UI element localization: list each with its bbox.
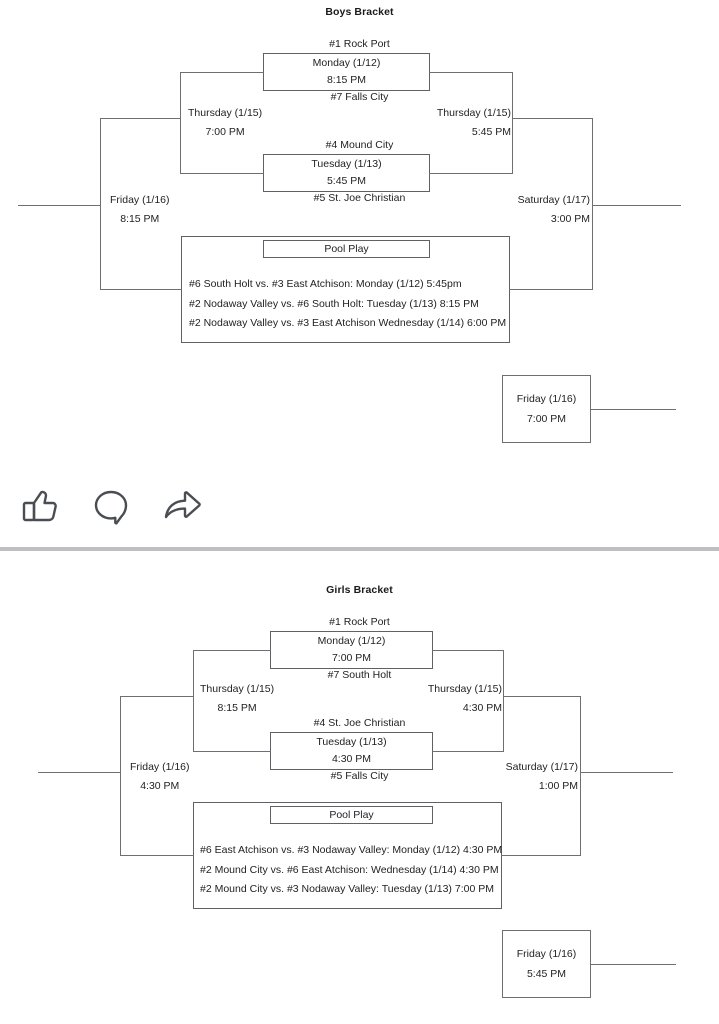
boys-semifinal-bottom-box[interactable]: Tuesday (1/13) 5:45 PM [263, 154, 430, 192]
connector-line [580, 696, 581, 855]
boys-right-upper-round: Thursday (1/15) 5:45 PM [436, 107, 511, 138]
connector-line [432, 751, 504, 752]
boys-third-place-box[interactable]: Friday (1/16) 7:00 PM [502, 375, 591, 443]
girls-bracket-section: Girls Bracket #1 Rock Port Monday (1/12)… [0, 578, 719, 1024]
girls-third-place-time: 5:45 PM [526, 968, 567, 980]
boys-semifinal-top-box[interactable]: Monday (1/12) 8:15 PM [263, 53, 430, 91]
girls-semifinal-top-seed: #1 Rock Port [329, 616, 390, 628]
connector-line [592, 205, 681, 206]
girls-semifinal-bottom-day: Tuesday (1/13) [316, 736, 387, 748]
connector-line [180, 173, 264, 174]
pool-play-line: #2 Nodaway Valley vs. #3 East Atchison W… [189, 317, 507, 329]
connector-line [120, 855, 194, 856]
girls-semifinal-bottom-bottom-seed: #5 Falls City [330, 770, 389, 782]
connector-line [120, 696, 194, 697]
boys-third-place-day: Friday (1/16) [516, 393, 577, 405]
boys-bracket-section: Boys Bracket #1 Rock Port Monday (1/12) … [0, 0, 719, 470]
girls-right-upper-round: Thursday (1/15) 4:30 PM [427, 683, 502, 714]
girls-semifinal-bottom-time: 4:30 PM [331, 753, 372, 765]
boys-left-upper-round: Thursday (1/15) 7:00 PM [188, 107, 263, 138]
share-arrow-icon[interactable] [160, 486, 204, 531]
connector-line [432, 650, 504, 651]
connector-line [591, 409, 676, 410]
thumbs-up-icon[interactable] [18, 486, 62, 531]
connector-line [512, 118, 592, 119]
girls-left-final-round: Friday (1/16) 4:30 PM [130, 761, 190, 792]
connector-line [100, 289, 182, 290]
boys-semifinal-bottom-bottom-seed: #5 St. Joe Christian [313, 192, 406, 204]
girls-third-place-box[interactable]: Friday (1/16) 5:45 PM [502, 930, 591, 998]
connector-line [100, 118, 101, 289]
girls-left-upper-round: Thursday (1/15) 8:15 PM [200, 683, 275, 714]
pool-play-line: #2 Mound City vs. #3 Nodaway Valley: Tue… [200, 883, 494, 895]
connector-line [193, 751, 271, 752]
connector-line [580, 772, 673, 773]
connector-line [509, 289, 593, 290]
connector-line [592, 118, 593, 289]
girls-semifinal-bottom-box[interactable]: Tuesday (1/13) 4:30 PM [270, 732, 433, 770]
girls-semifinal-top-day: Monday (1/12) [317, 635, 386, 647]
connector-line [591, 964, 676, 965]
connector-line [501, 855, 581, 856]
girls-semifinal-top-time: 7:00 PM [331, 652, 372, 664]
pool-play-line: #2 Nodaway Valley vs. #6 South Holt: Tue… [189, 297, 479, 310]
connector-line [100, 118, 180, 119]
connector-line [429, 72, 513, 73]
connector-line [193, 650, 194, 751]
section-divider [0, 547, 719, 551]
connector-line [512, 72, 513, 173]
boys-semifinal-top-bottom-seed: #7 Falls City [330, 91, 389, 103]
boys-semifinal-bottom-time: 5:45 PM [326, 175, 367, 187]
girls-third-place-day: Friday (1/16) [516, 948, 577, 960]
connector-line [429, 173, 513, 174]
girls-bracket-title: Girls Bracket [326, 584, 393, 596]
pool-play-line: #6 East Atchison vs. #3 Nodaway Valley: … [200, 844, 503, 856]
boys-pool-play-header: Pool Play [263, 240, 430, 258]
pool-play-line: #2 Mound City vs. #6 East Atchison: Wedn… [200, 863, 499, 876]
boys-right-final-round: Saturday (1/17) 3:00 PM [517, 194, 590, 225]
boys-semifinal-bottom-day: Tuesday (1/13) [311, 158, 382, 170]
girls-pool-play-lines: #6 East Atchison vs. #3 Nodaway Valley: … [200, 841, 502, 900]
girls-semifinal-bottom-seed: #4 St. Joe Christian [313, 717, 406, 729]
boys-semifinal-top-day: Monday (1/12) [312, 57, 381, 69]
girls-semifinal-top-box[interactable]: Monday (1/12) 7:00 PM [270, 631, 433, 669]
social-action-bar [0, 470, 719, 548]
boys-bracket-title: Boys Bracket [325, 6, 394, 18]
boys-third-place-time: 7:00 PM [526, 413, 567, 425]
pool-play-line: #6 South Holt vs. #3 East Atchison: Mond… [189, 278, 462, 290]
connector-line [38, 772, 120, 773]
boys-pool-play-lines: #6 South Holt vs. #3 East Atchison: Mond… [189, 275, 506, 334]
comment-bubble-icon[interactable] [89, 486, 133, 531]
connector-line [503, 650, 504, 751]
boys-semifinal-top-time: 8:15 PM [326, 74, 367, 86]
boys-semifinal-bottom-seed: #4 Mound City [325, 139, 394, 151]
connector-line [180, 72, 181, 173]
connector-line [120, 696, 121, 855]
girls-right-final-round: Saturday (1/17) 1:00 PM [505, 761, 578, 792]
connector-line [18, 205, 100, 206]
girls-pool-play-header: Pool Play [270, 806, 433, 824]
boys-left-final-round: Friday (1/16) 8:15 PM [110, 194, 170, 225]
connector-line [193, 650, 271, 651]
connector-line [180, 72, 264, 73]
boys-semifinal-top-seed: #1 Rock Port [329, 38, 390, 50]
girls-semifinal-top-bottom-seed: #7 South Holt [327, 669, 392, 681]
connector-line [503, 696, 581, 697]
